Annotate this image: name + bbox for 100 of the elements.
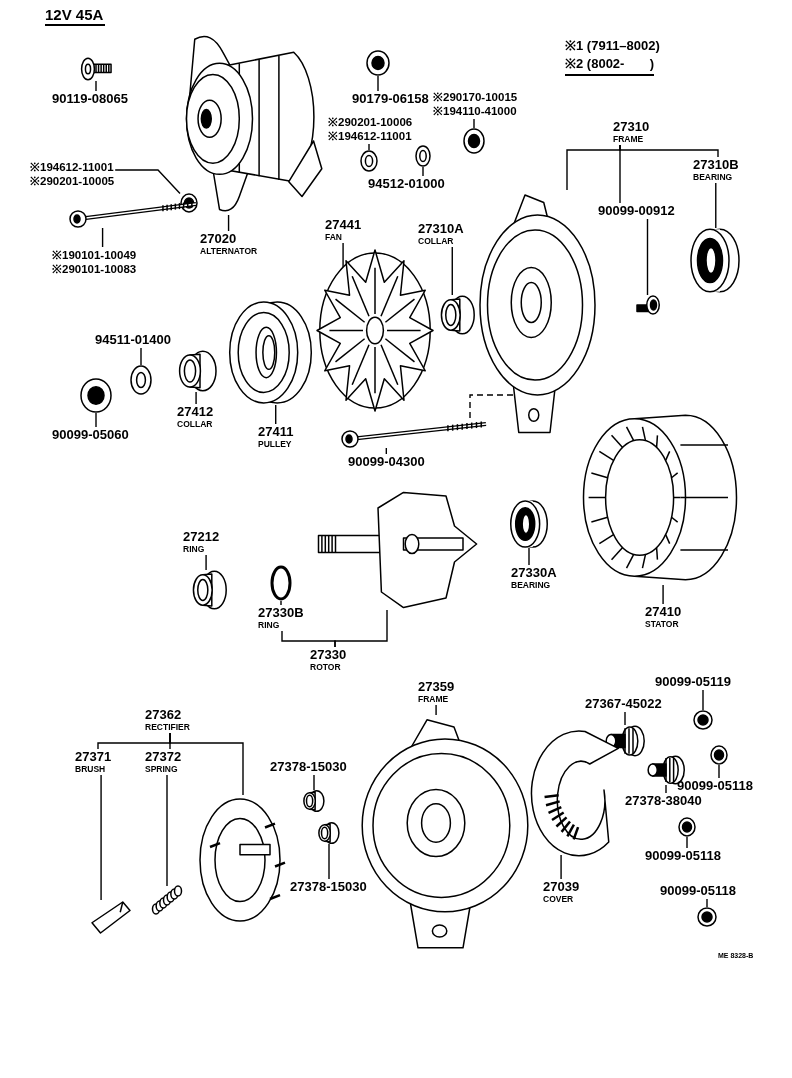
part-number: ※290170-10015: [433, 90, 518, 104]
leader-line: [140, 347, 142, 366]
leader-line: [280, 600, 282, 606]
part-name: FRAME: [613, 134, 645, 144]
bolt-drawing: [80, 57, 112, 81]
leader-line: [368, 143, 370, 151]
leader-line: [195, 391, 197, 405]
part-name: FRAME: [418, 694, 450, 704]
nut-drawing: [693, 710, 713, 730]
washer-drawing: [415, 145, 431, 167]
part-number: ※290201-10005: [30, 174, 115, 188]
part-number: 27039: [543, 880, 580, 894]
part-number: ※190101-10049: [52, 248, 137, 262]
bearing-drawing: [510, 500, 548, 548]
part-number: ※290201-10006: [328, 115, 413, 129]
part-number: ※194110-41000: [433, 104, 518, 118]
leader-line: [706, 898, 708, 908]
part-number: 27020: [200, 232, 238, 246]
part-name: BRUSH: [75, 764, 107, 774]
leader-line: [101, 227, 104, 248]
washer-drawing: [360, 150, 378, 172]
leader-line: [100, 774, 102, 901]
bearing-drawing: [690, 228, 740, 293]
leader-line: [205, 554, 207, 571]
leader-line: [281, 630, 336, 648]
part-name: FAN: [325, 232, 343, 242]
leader-line: [665, 784, 667, 794]
leader-line: [227, 214, 230, 232]
part-number: 27359: [418, 680, 455, 694]
spring-drawing: [152, 886, 182, 914]
part-name: RECTIFIER: [145, 722, 190, 732]
leader-line: [385, 447, 387, 455]
part-number: 27412: [177, 405, 214, 419]
leader-line: [560, 854, 562, 880]
fan-drawing: [315, 248, 435, 413]
nut-drawing: [678, 817, 696, 837]
part-name: ROTOR: [310, 662, 342, 672]
nut-drawing: [366, 50, 390, 76]
part-name: COLLAR: [418, 236, 455, 246]
nut-drawing: [180, 193, 198, 213]
leader-line: [715, 182, 717, 229]
part-number: 90099-05060: [52, 428, 129, 442]
leader-line: [702, 689, 704, 711]
leader-line: [435, 704, 437, 716]
part-number: 90099-05118: [677, 779, 753, 793]
leader-line: [646, 218, 649, 296]
part-name: COLLAR: [177, 419, 214, 429]
note-text: ※2 (8002- ): [565, 54, 655, 76]
note-text: ※1 (7911–8002): [565, 37, 660, 54]
part-number: 27330: [310, 648, 347, 662]
leader-line: [718, 764, 720, 779]
part-number: 94512-01000: [368, 177, 445, 191]
collar-drawing: [192, 570, 228, 610]
leader-line: [166, 774, 168, 887]
leader-line: [169, 732, 171, 750]
leader-line: [422, 166, 424, 177]
part-number: 90099-00912: [598, 204, 675, 218]
part-number: ※290101-10083: [52, 262, 137, 276]
part-number: 27330B: [258, 606, 304, 620]
leader-line: [619, 144, 621, 204]
collar-drawing: [318, 822, 340, 844]
leader-line: [95, 80, 97, 92]
leader-line: [528, 547, 530, 566]
part-number: 27367-45022: [585, 697, 662, 711]
pulley-drawing: [228, 300, 313, 405]
part-number: 27362: [145, 708, 183, 722]
part-name: PULLEY: [258, 439, 293, 449]
nut-drawing: [463, 128, 485, 154]
part-number: 27378-15030: [290, 880, 367, 894]
part-number: 27310B: [693, 158, 739, 172]
leader-line: [451, 246, 453, 296]
collar-drawing: [303, 790, 325, 812]
part-number: 27378-15030: [270, 760, 347, 774]
part-number: 90099-05119: [655, 675, 731, 689]
washer-drawing: [130, 365, 152, 395]
leader-line: [377, 75, 379, 92]
collar-drawing: [178, 350, 218, 392]
part-number: 27212: [183, 530, 220, 544]
part-number: 90099-04300: [348, 455, 425, 469]
ring-drawing: [270, 565, 292, 601]
part-number: ※194612-11001: [30, 160, 115, 174]
part-number: 27310: [613, 120, 650, 134]
part-name: SPRING: [145, 764, 179, 774]
part-name: COVER: [543, 894, 575, 904]
heading: 12V 45A: [45, 6, 106, 26]
collar-drawing: [440, 295, 476, 335]
part-name: STATOR: [645, 619, 680, 629]
part-name: RING: [183, 544, 206, 554]
nut-drawing: [697, 907, 717, 927]
part-name: BEARING: [511, 580, 552, 590]
part-name: ALTERNATOR: [200, 246, 258, 256]
part-number: 27330A: [511, 566, 557, 580]
leader-line: [473, 118, 475, 129]
leader-line: [662, 584, 664, 605]
part-number: 90179-06158: [352, 92, 429, 106]
part-number: 27378-38040: [625, 794, 702, 808]
part-name: BEARING: [693, 172, 734, 182]
screw-drawing: [635, 295, 660, 315]
leader-line: [624, 711, 626, 726]
leader-line: [328, 843, 330, 880]
